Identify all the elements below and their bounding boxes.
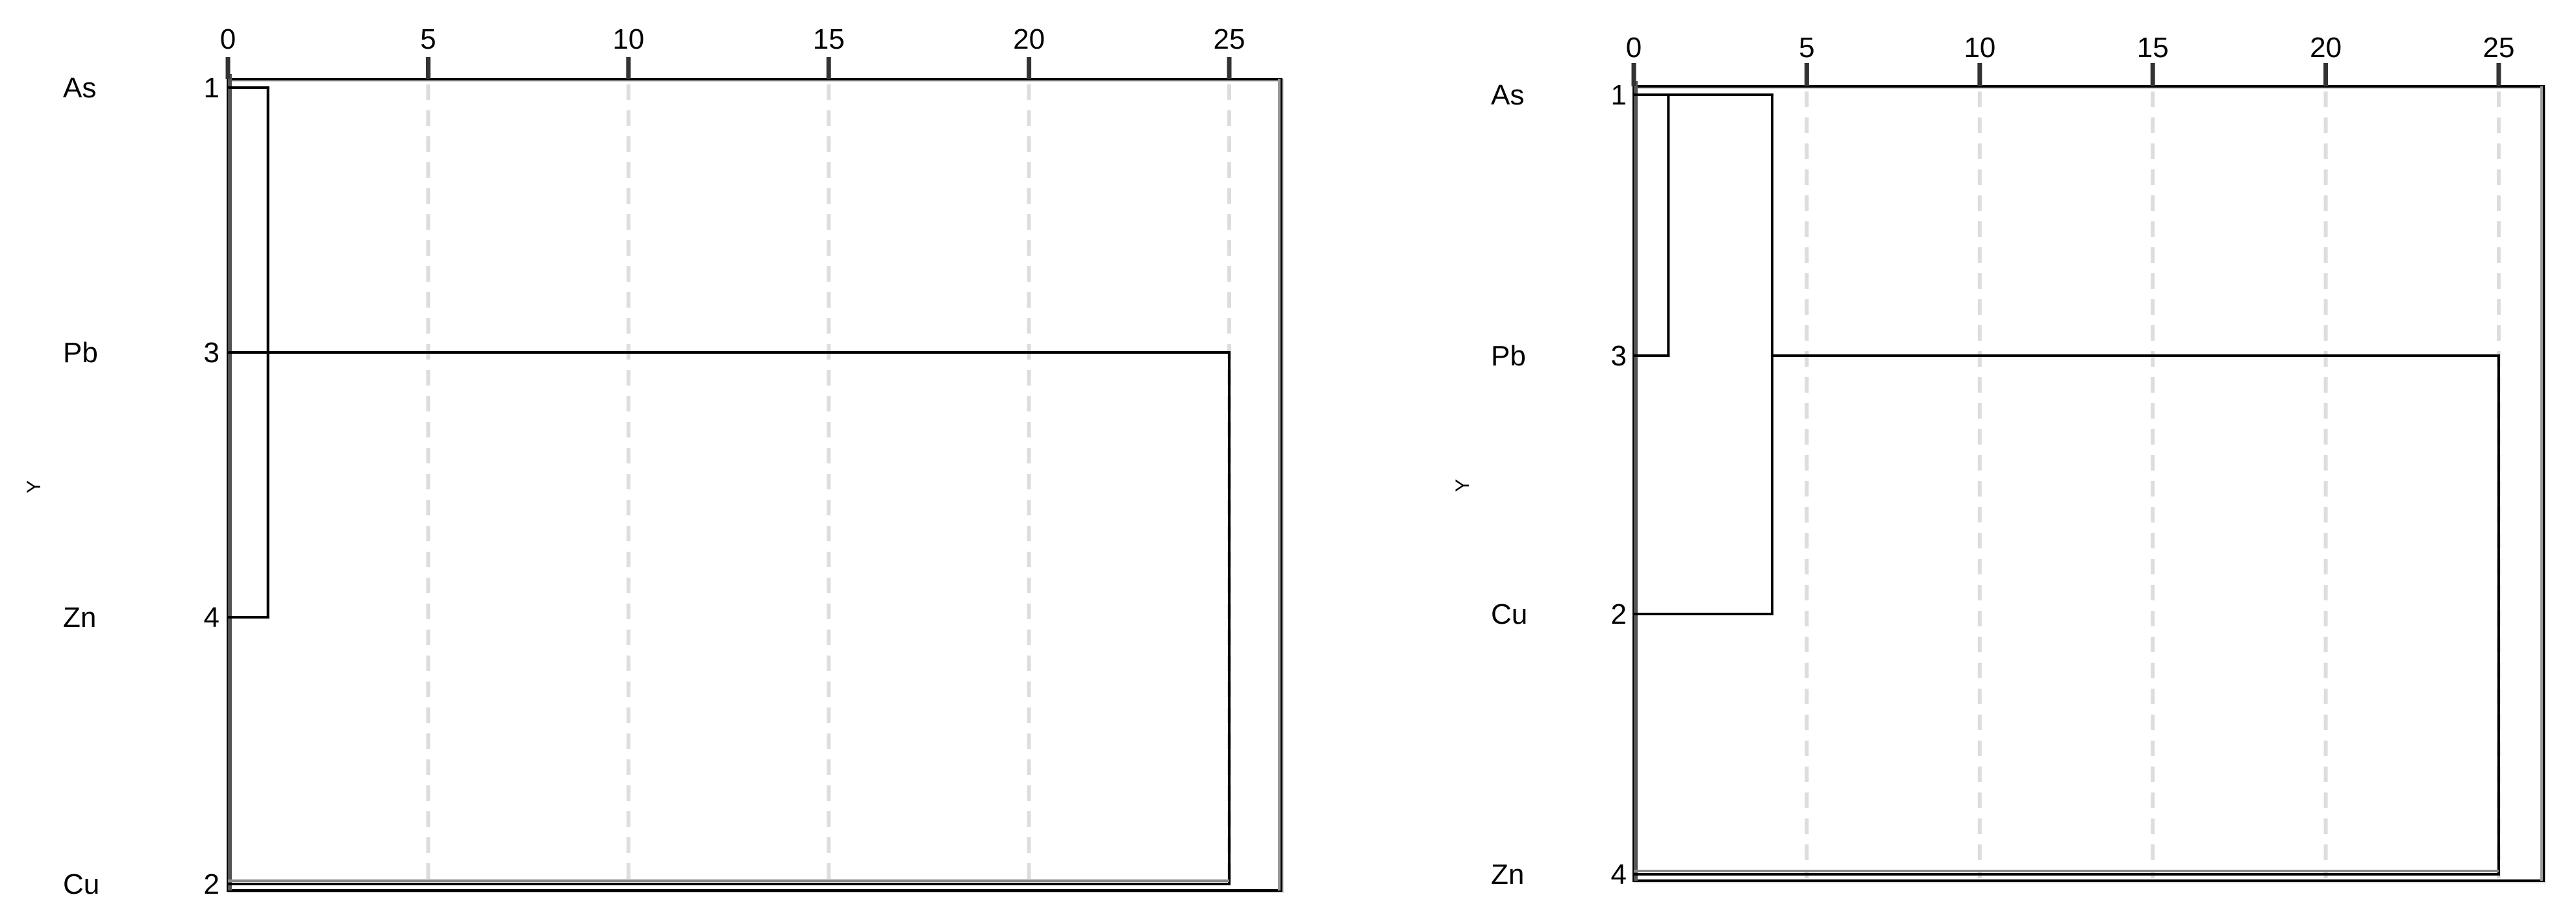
leaf-case-number: 1 <box>204 72 219 104</box>
leaf-label-pb: Pb <box>1491 340 1526 372</box>
leaf-label-cu: Cu <box>1491 598 1527 630</box>
leaf-label-pb: Pb <box>63 337 98 369</box>
x-tick-label: 0 <box>1626 32 1642 64</box>
leaf-label-cu: Cu <box>63 868 99 900</box>
x-tick-label: 25 <box>2483 32 2515 64</box>
leaf-label-as: As <box>1491 79 1524 111</box>
x-tick-label: 15 <box>813 23 845 55</box>
leaf-case-number: 2 <box>204 868 219 900</box>
leaf-case-number: 4 <box>1611 859 1627 890</box>
x-tick-label: 5 <box>420 23 436 55</box>
x-tick-label: 20 <box>2310 32 2342 64</box>
leaf-case-number: 1 <box>1611 79 1627 111</box>
leaf-case-number: 3 <box>1611 340 1627 372</box>
y-axis-label: Y <box>23 480 45 493</box>
x-tick-label: 20 <box>1013 23 1045 55</box>
leaf-label-zn: Zn <box>1491 859 1524 890</box>
leaf-case-number: 2 <box>1611 598 1627 630</box>
x-tick-label: 10 <box>612 23 644 55</box>
x-tick-label: 5 <box>1799 32 1814 64</box>
y-axis-label: Y <box>1452 479 1473 492</box>
leaf-case-number: 3 <box>204 337 219 369</box>
leaf-label-zn: Zn <box>63 602 96 633</box>
x-tick-label: 25 <box>1214 23 1245 55</box>
x-tick-label: 10 <box>1964 32 1995 64</box>
leaf-label-as: As <box>63 72 96 104</box>
x-tick-label: 0 <box>220 23 236 55</box>
leaf-case-number: 4 <box>204 602 219 633</box>
x-tick-label: 15 <box>2137 32 2169 64</box>
plot-frame <box>1632 85 2545 882</box>
